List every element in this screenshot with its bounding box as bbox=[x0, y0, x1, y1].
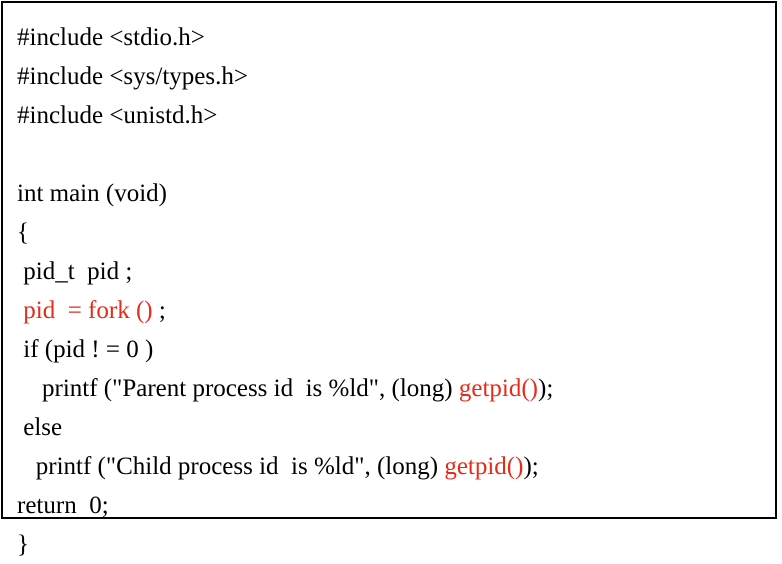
getpid-call-highlight: getpid() bbox=[458, 375, 538, 402]
code-text: #include <unistd.h> bbox=[17, 102, 218, 129]
code-line-main-signature: int main (void) bbox=[17, 174, 553, 213]
code-text: ; bbox=[152, 297, 166, 324]
code-text: ); bbox=[538, 375, 554, 402]
code-line-else: else bbox=[17, 408, 553, 447]
code-line-open-brace: { bbox=[17, 213, 553, 252]
code-text: } bbox=[17, 531, 29, 558]
code-text: if (pid ! = 0 ) bbox=[17, 336, 154, 363]
code-line-fork-call: pid = fork () ; bbox=[17, 291, 553, 330]
code-text: #include <sys/types.h> bbox=[17, 63, 248, 90]
code-text: ); bbox=[523, 453, 539, 480]
code-text: return 0; bbox=[17, 492, 109, 519]
code-text: int main (void) bbox=[17, 180, 167, 207]
code-line-printf-child: printf ("Child process id is %ld", (long… bbox=[17, 447, 553, 486]
code-line-return: return 0; bbox=[17, 486, 553, 525]
code-line-include-unistd: #include <unistd.h> bbox=[17, 96, 553, 135]
code-line-blank bbox=[17, 135, 553, 174]
getpid-call-highlight: getpid() bbox=[444, 453, 524, 480]
code-text: { bbox=[17, 219, 29, 246]
code-text: printf ("Child process id is %ld", (long… bbox=[17, 453, 445, 480]
code-line-printf-parent: printf ("Parent process id is %ld", (lon… bbox=[17, 369, 553, 408]
code-text: pid_t pid ; bbox=[17, 258, 133, 285]
code-line-pid-declaration: pid_t pid ; bbox=[17, 252, 553, 291]
fork-call-highlight: pid = fork () bbox=[17, 297, 153, 324]
code-line-include-stdio: #include <stdio.h> bbox=[17, 18, 553, 57]
code-text: printf ("Parent process id is %ld", (lon… bbox=[17, 375, 459, 402]
code-line-close-brace: } bbox=[17, 525, 553, 564]
code-listing: #include <stdio.h> #include <sys/types.h… bbox=[17, 18, 553, 564]
code-text: #include <stdio.h> bbox=[17, 24, 205, 51]
code-line-if-statement: if (pid ! = 0 ) bbox=[17, 330, 553, 369]
code-line-include-types: #include <sys/types.h> bbox=[17, 57, 553, 96]
code-text: else bbox=[17, 414, 63, 441]
